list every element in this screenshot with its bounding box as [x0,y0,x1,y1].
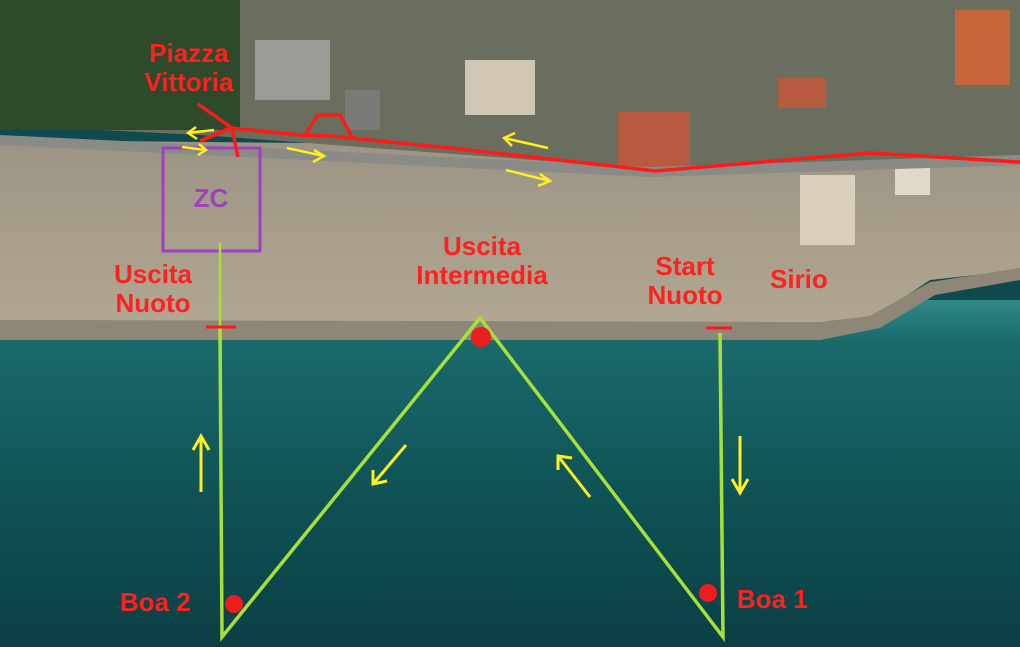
buoy-2-dot-icon [225,595,243,613]
label-uscita-intermedia: Uscita Intermedia [416,232,548,290]
label-uscita-intermedia-line1: Uscita [442,231,522,261]
building [465,60,535,115]
swim-arrow-up-icon [191,432,211,492]
label-uscita-nuoto-line1: Uscita [113,259,193,289]
intermediate-exit-dot-icon [471,327,491,347]
swim-arrow-downleft-icon [371,444,408,486]
label-start-nuoto-line1: Start [655,251,715,281]
tree-area [0,0,240,130]
building [255,40,330,100]
bike-arrow-left-icon [501,131,549,150]
building [955,10,1010,85]
label-boa-1: Boa 1 [737,584,808,614]
label-start-nuoto-line2: Nuoto [647,280,723,310]
swim-arrow-down-icon [730,436,750,497]
bike-route-line [199,126,1020,173]
building [618,112,690,167]
bike-arrow-right-icon [505,168,553,188]
shoreline [0,268,1020,340]
label-uscita-nuoto-line2: Nuoto [115,288,191,318]
buoy-1-dot-icon [699,584,717,602]
label-uscita-nuoto: Uscita Nuoto [114,260,192,318]
label-uscita-intermedia-line2: Intermedia [416,260,548,290]
label-piazza-vittoria: Piazza Vittoria [144,39,233,97]
label-piazza-vittoria-line1: Piazza [149,38,229,68]
beach-structure [895,165,930,195]
bike-route-loop [303,113,354,138]
building [800,175,855,245]
label-start-nuoto: Start Nuoto [647,252,722,310]
transition-zone-box [161,146,262,253]
bike-arrow-left-icon-2 [185,126,215,141]
swim-arrow-upleft-icon [556,454,592,498]
bike-arrow-right-icon-2 [286,146,327,164]
label-zc: ZC [193,183,229,213]
label-boa-2: Boa 2 [120,587,191,617]
building [778,78,826,108]
bike-route-exit-icon [196,102,240,158]
label-sirio: Sirio [770,264,828,294]
bike-arrow-right-icon-3 [181,143,209,157]
building [345,90,380,130]
beach-area [0,140,1020,335]
label-piazza-vittoria-line2: Vittoria [144,67,234,97]
swim-route-line [218,315,725,643]
